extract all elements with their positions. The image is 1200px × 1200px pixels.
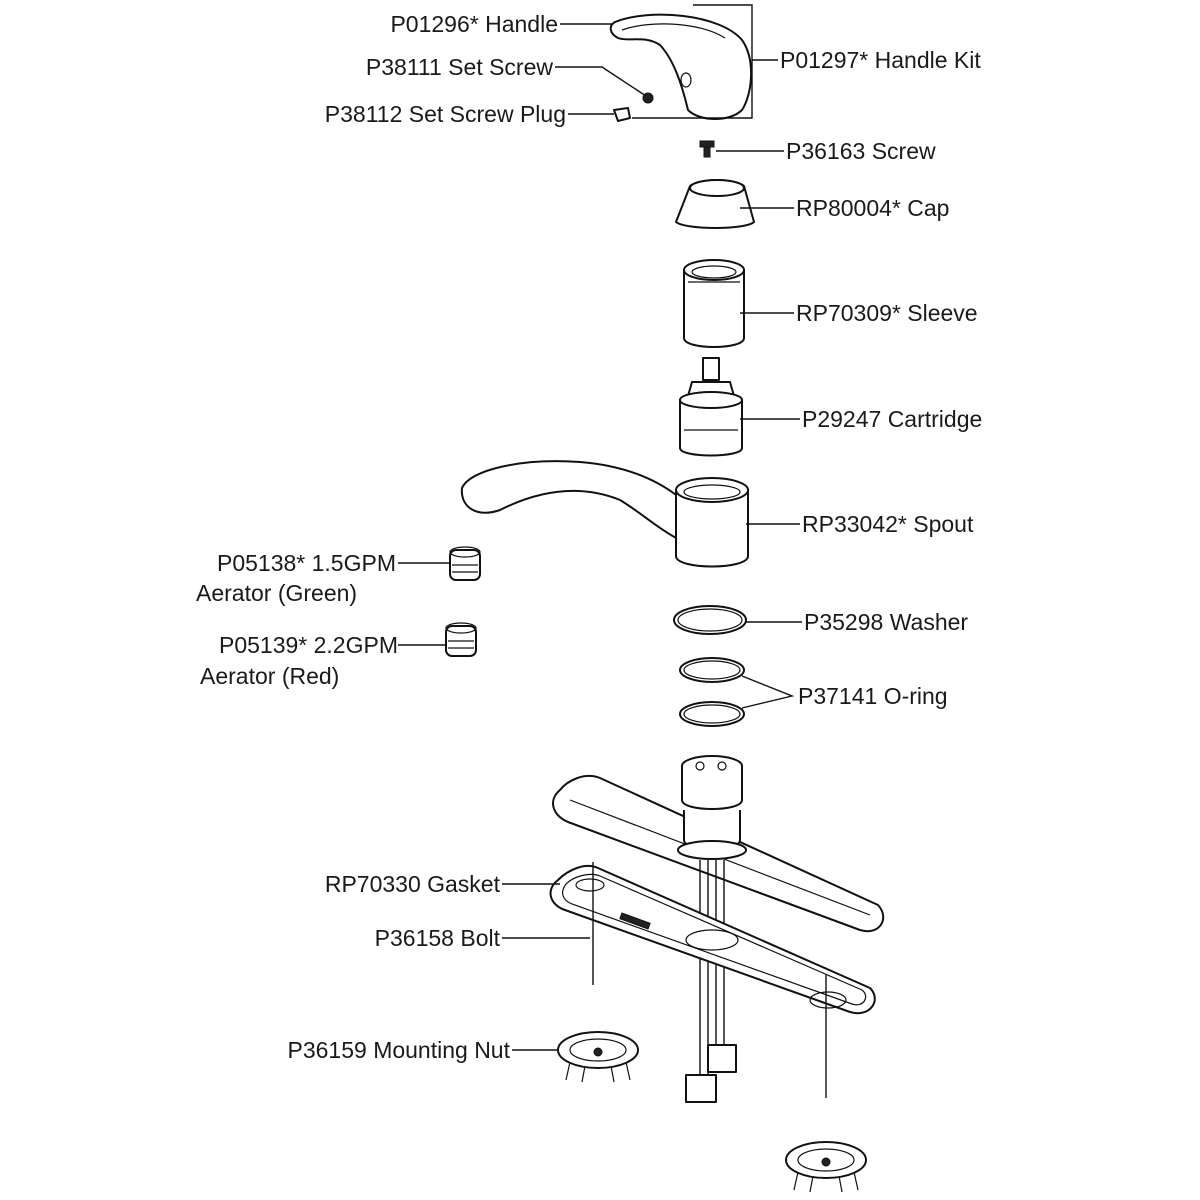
label-set-screw: P38111 Set Screw — [366, 54, 553, 80]
label-handle-kit: P01297* Handle Kit — [780, 47, 981, 73]
label-mounting-nut: P36159 Mounting Nut — [288, 1037, 511, 1063]
label-aerator-green-line1: P05138* 1.5GPM — [217, 550, 396, 576]
aerator-red-drawing — [445, 622, 477, 657]
label-aerator-green-line2: Aerator (Green) — [196, 580, 357, 606]
oring-drawing — [679, 657, 745, 727]
label-washer: P35298 Washer — [804, 609, 968, 635]
sleeve-drawing — [683, 259, 745, 348]
label-cap: RP80004* Cap — [796, 195, 949, 221]
aerator-green-drawing — [449, 546, 481, 581]
screw-drawing — [699, 140, 715, 158]
gasket-drawing — [549, 864, 876, 1015]
label-set-screw-plug: P38112 Set Screw Plug — [325, 101, 566, 127]
washer-drawing — [673, 605, 747, 635]
label-spout: RP33042* Spout — [802, 511, 974, 537]
label-screw: P36163 Screw — [786, 138, 936, 164]
handle-kit-bracket — [632, 4, 778, 119]
set-screw-plug-drawing — [613, 107, 631, 122]
leader-lines — [398, 23, 802, 1051]
bolt-drawing — [592, 862, 827, 1098]
label-aerator-red-line2: Aerator (Red) — [200, 663, 339, 689]
label-bolt: P36158 Bolt — [375, 925, 501, 951]
label-handle: P01296* Handle — [390, 11, 558, 37]
handle-drawing — [609, 13, 753, 120]
label-sleeve: RP70309* Sleeve — [796, 300, 978, 326]
label-aerator-red-line1: P05139* 2.2GPM — [219, 632, 398, 658]
mounting-nut-drawing — [557, 1031, 867, 1193]
cartridge-drawing — [679, 357, 743, 457]
labels: P01296* Handle P38111 Set Screw P38112 S… — [196, 11, 982, 1063]
label-oring: P37141 O-ring — [798, 683, 948, 709]
label-cartridge: P29247 Cartridge — [802, 406, 982, 432]
spout-drawing — [460, 460, 749, 568]
cap-drawing — [675, 179, 755, 229]
label-gasket: RP70330 Gasket — [325, 871, 501, 897]
